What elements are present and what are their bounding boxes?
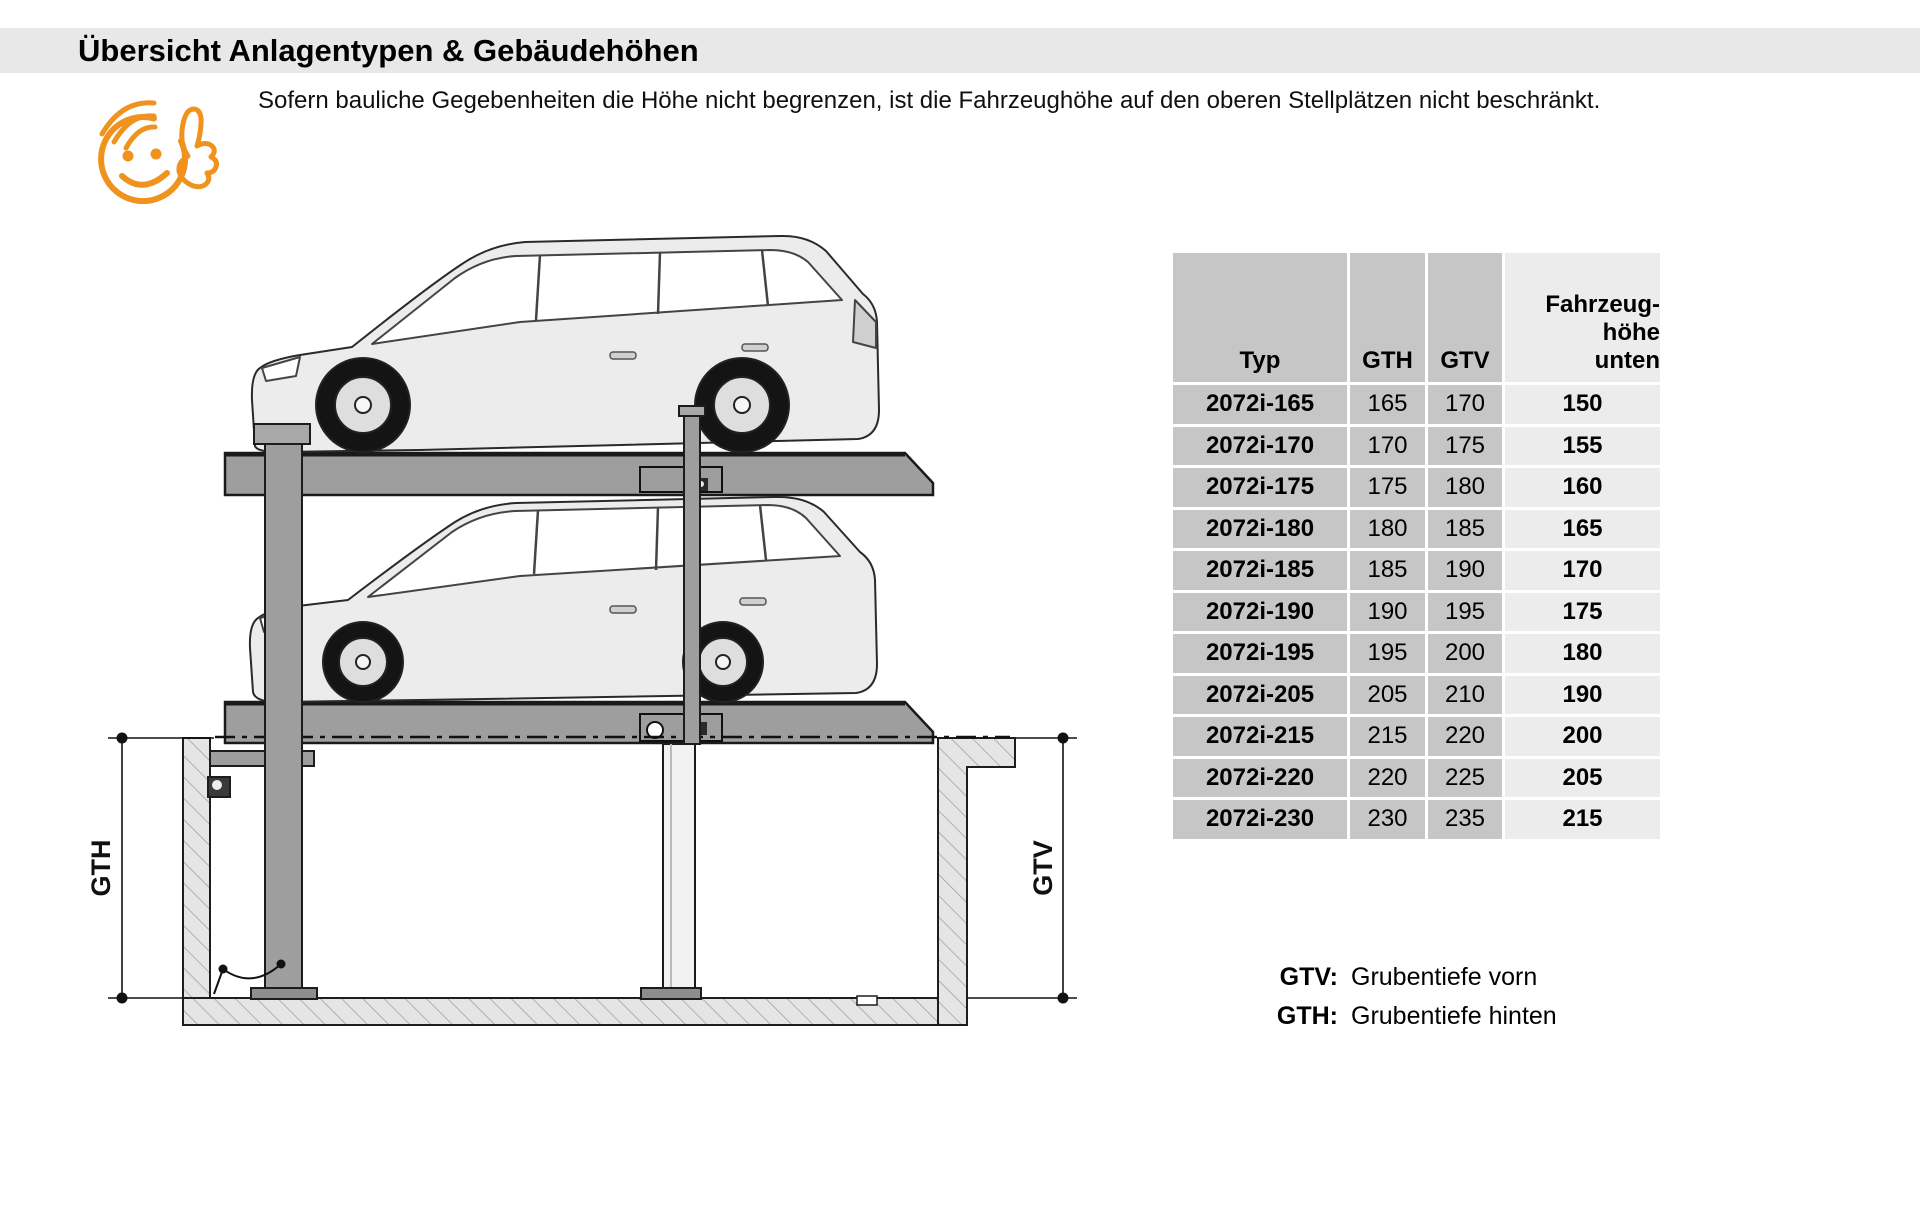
legend-row-gtv: GTV: Grubentiefe vorn	[1262, 958, 1557, 997]
table-cell-gtv: 175	[1428, 426, 1502, 465]
table-cell-gtv: 225	[1428, 758, 1502, 797]
table-cell-typ: 2072i-190	[1173, 592, 1347, 631]
table-cell-fahrzeughoehe: 200	[1505, 717, 1660, 756]
table-cell-typ: 2072i-220	[1173, 758, 1347, 797]
table-cell-gth: 205	[1350, 675, 1425, 714]
table-cell-gth: 230	[1350, 800, 1425, 839]
lift-posts	[207, 405, 706, 1000]
table-cell-gth: 215	[1350, 717, 1425, 756]
table-header-typ: Typ	[1173, 253, 1347, 382]
lower-car-wheels	[322, 621, 764, 703]
parking-lift-diagram: GTH GTV	[86, 234, 1077, 1026]
lower-car	[248, 495, 878, 703]
table-cell-fahrzeughoehe: 180	[1505, 634, 1660, 673]
pit-cable	[213, 959, 286, 995]
table-cell-typ: 2072i-170	[1173, 426, 1347, 465]
table-cell-typ: 2072i-215	[1173, 717, 1347, 756]
table-header-gtv: GTV	[1428, 253, 1502, 382]
table-cell-gtv: 185	[1428, 509, 1502, 548]
table-cell-gth: 175	[1350, 468, 1425, 507]
table-cell-fahrzeughoehe: 215	[1505, 800, 1660, 839]
table-cell-gth: 165	[1350, 385, 1425, 424]
table-cell-fahrzeughoehe: 155	[1505, 426, 1660, 465]
table-cell-gtv: 200	[1428, 634, 1502, 673]
gtv-dimension: GTV	[968, 732, 1077, 1004]
table-cell-gtv: 170	[1428, 385, 1502, 424]
pit-structure	[182, 737, 1016, 1026]
table-cell-gth: 195	[1350, 634, 1425, 673]
table-cell-typ: 2072i-185	[1173, 551, 1347, 590]
upper-platform	[223, 451, 935, 497]
upper-car	[250, 234, 880, 453]
table-cell-fahrzeughoehe: 190	[1505, 675, 1660, 714]
table-cell-gth: 220	[1350, 758, 1425, 797]
table-cell-gtv: 180	[1428, 468, 1502, 507]
table-cell-typ: 2072i-180	[1173, 509, 1347, 548]
gtv-label: GTV	[1028, 840, 1058, 896]
table-cell-fahrzeughoehe: 170	[1505, 551, 1660, 590]
table-cell-typ: 2072i-205	[1173, 675, 1347, 714]
table-cell-gth: 180	[1350, 509, 1425, 548]
table-cell-fahrzeughoehe: 205	[1505, 758, 1660, 797]
table-cell-gth: 185	[1350, 551, 1425, 590]
smiley-pointing-icon	[98, 100, 219, 205]
note-text: Sofern bauliche Gegebenheiten die Höhe n…	[258, 87, 1601, 114]
table-cell-fahrzeughoehe: 150	[1505, 385, 1660, 424]
page-title: Übersicht Anlagentypen & Gebäudehöhen	[78, 33, 699, 68]
table-cell-typ: 2072i-230	[1173, 800, 1347, 839]
table-cell-fahrzeughoehe: 165	[1505, 509, 1660, 548]
table-header-gth: GTH	[1350, 253, 1425, 382]
legend-text-gtv: Grubentiefe vorn	[1351, 963, 1538, 991]
abbreviation-legend: GTV: Grubentiefe vorn GTH: Grubentiefe h…	[1262, 958, 1557, 1036]
table-cell-typ: 2072i-175	[1173, 468, 1347, 507]
legend-label-gth: GTH:	[1276, 1002, 1338, 1030]
table-cell-gtv: 195	[1428, 592, 1502, 631]
table-cell-gtv: 210	[1428, 675, 1502, 714]
table-cell-gth: 170	[1350, 426, 1425, 465]
legend-row-gth: GTH: Grubentiefe hinten	[1262, 997, 1557, 1036]
title-band: Übersicht Anlagentypen & Gebäudehöhen	[0, 28, 1920, 73]
table-header-fahrzeughoehe: Fahrzeug- höhe unten	[1505, 253, 1660, 382]
table-cell-typ: 2072i-195	[1173, 634, 1347, 673]
table-cell-gtv: 235	[1428, 800, 1502, 839]
gth-dimension: GTH	[86, 732, 214, 1004]
upper-car-wheels	[315, 357, 790, 453]
smiley-eye	[122, 150, 134, 162]
table-cell-gtv: 190	[1428, 551, 1502, 590]
table-cell-fahrzeughoehe: 175	[1505, 592, 1660, 631]
spec-table: Typ GTH GTV Fahrzeug- höhe unten 2072i-1…	[1173, 253, 1660, 839]
legend-text-gth: Grubentiefe hinten	[1351, 1002, 1557, 1030]
table-cell-fahrzeughoehe: 160	[1505, 468, 1660, 507]
legend-label-gtv: GTV:	[1279, 963, 1338, 991]
gth-label: GTH	[86, 840, 116, 897]
table-cell-gth: 190	[1350, 592, 1425, 631]
smiley-eye	[150, 148, 162, 160]
table-cell-typ: 2072i-165	[1173, 385, 1347, 424]
table-cell-gtv: 220	[1428, 717, 1502, 756]
